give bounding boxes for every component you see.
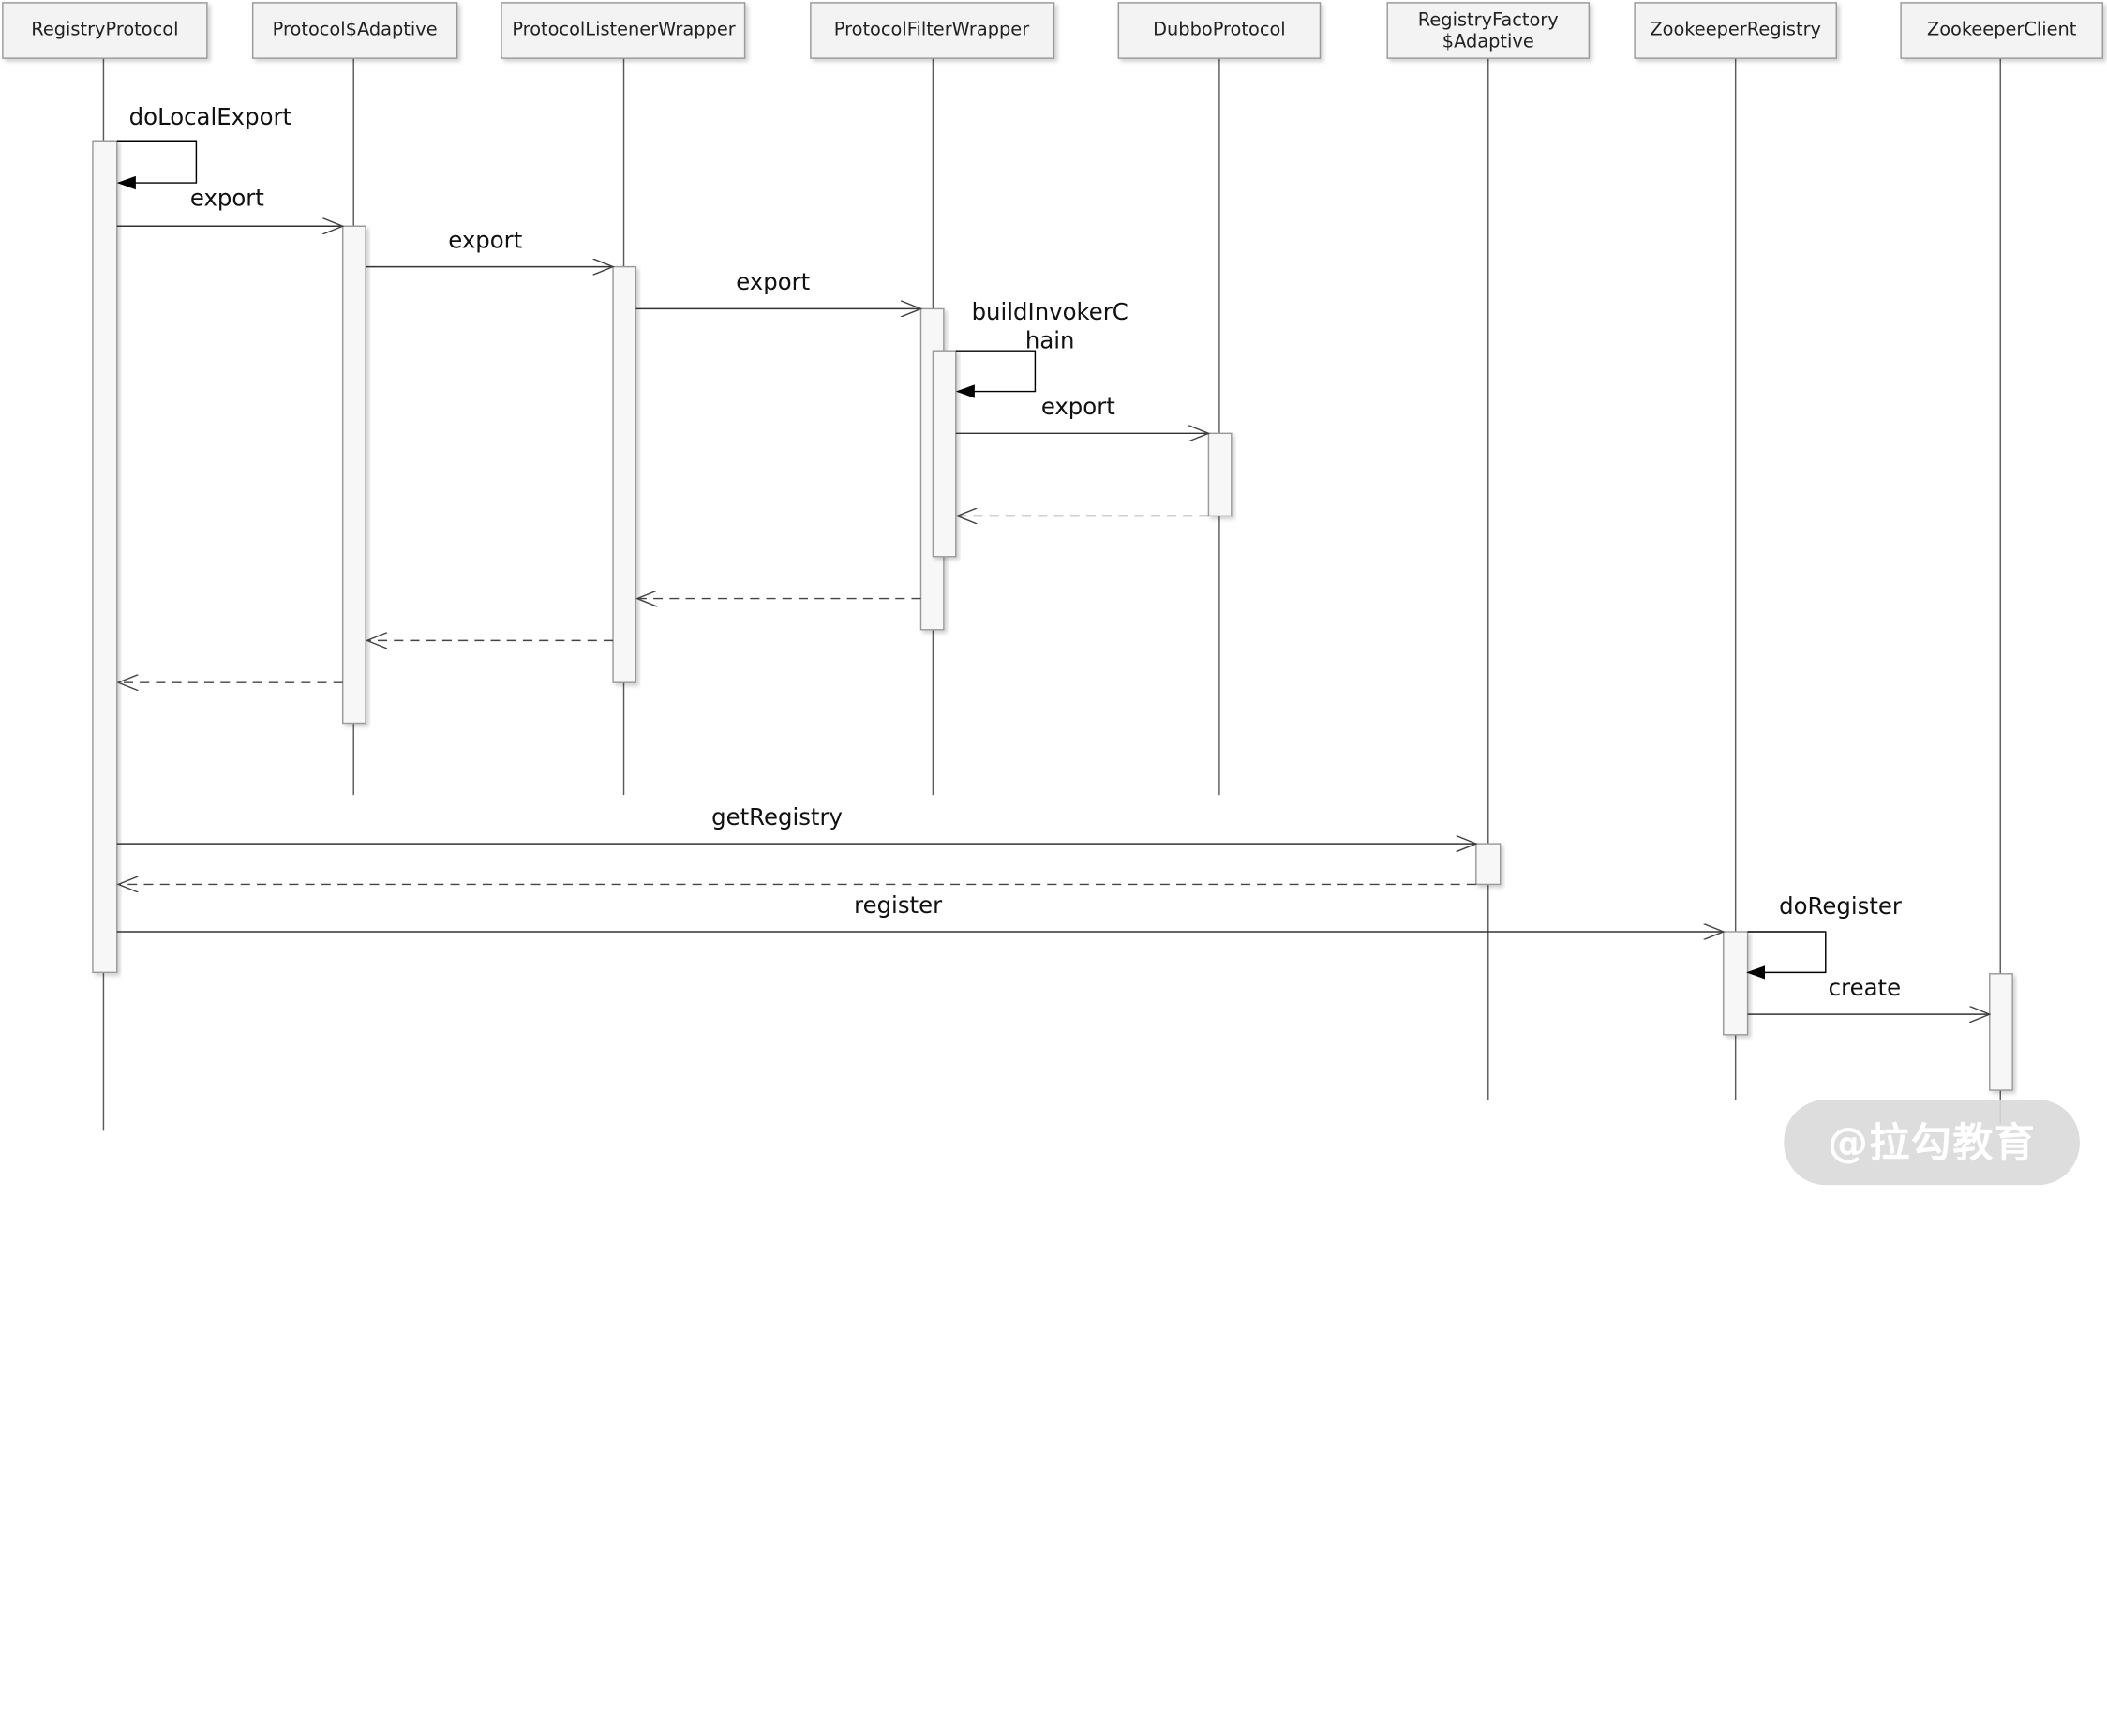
participant-registry-protocol: RegistryProtocol: [2, 2, 208, 59]
self-call-arrow: [955, 350, 1037, 398]
participant-label-line2: $Adaptive: [1442, 31, 1534, 52]
message-label: export: [190, 185, 264, 212]
participant-label: RegistryProtocol: [31, 18, 178, 39]
watermark: @拉勾教育: [1784, 1100, 2080, 1186]
message-label: create: [1829, 974, 1901, 1001]
participant-dubbo-protocol: DubboProtocol: [1117, 2, 1322, 59]
message-label: export: [448, 226, 522, 253]
self-call-arrow: [1746, 931, 1827, 980]
message-label: getRegistry: [711, 803, 843, 831]
message-label: export: [736, 268, 810, 295]
activations: [92, 140, 2013, 1091]
activation-registry-protocol: [92, 140, 118, 974]
participants: RegistryProtocol Protocol$Adaptive Proto…: [2, 2, 2103, 59]
message-export-3: export: [635, 268, 920, 308]
sequence-diagram: RegistryProtocol Protocol$Adaptive Proto…: [2, 2, 2103, 1186]
activation-protocol-filter-wrapper-nested: [932, 350, 957, 558]
participant-label: ZookeeperClient: [1927, 18, 2077, 39]
message-label: doLocalExport: [129, 103, 292, 130]
message-label: doRegister: [1779, 892, 1903, 920]
participant-label-line1: RegistryFactory: [1418, 8, 1559, 30]
activation-protocol-listener-wrapper: [612, 265, 637, 683]
message-build-invoker-chain: buildInvokerC hain: [955, 298, 1128, 398]
message-export-4: export: [955, 393, 1209, 433]
watermark-text: @拉勾教育: [1828, 1120, 2036, 1167]
participant-label: ProtocolFilterWrapper: [834, 18, 1029, 39]
participant-zookeeper-registry: ZookeeperRegistry: [1634, 2, 1837, 59]
message-get-registry: getRegistry: [116, 803, 1476, 844]
activation-registry-factory-adaptive: [1475, 843, 1502, 886]
participant-label: ProtocolListenerWrapper: [512, 18, 735, 39]
participant-protocol-filter-wrapper: ProtocolFilterWrapper: [810, 2, 1055, 59]
activation-zookeeper-client: [1989, 973, 2013, 1091]
message-create: create: [1747, 974, 1990, 1014]
participant-label: DubboProtocol: [1153, 18, 1286, 39]
message-label: export: [1041, 393, 1115, 420]
message-do-register: doRegister: [1746, 892, 1903, 980]
messages: doLocalExport export export export build…: [116, 103, 1990, 1014]
message-export-1: export: [116, 185, 343, 227]
lifelines: [102, 58, 2001, 1131]
participant-label: ZookeeperRegistry: [1650, 18, 1821, 39]
message-label: register: [854, 891, 943, 919]
message-export-2: export: [366, 226, 613, 266]
activation-protocol-adaptive: [342, 225, 366, 725]
participant-label: Protocol$Adaptive: [273, 18, 438, 39]
message-do-local-export: doLocalExport: [116, 103, 292, 190]
message-label-line1: buildInvokerC: [972, 298, 1128, 325]
participant-registry-factory-adaptive: RegistryFactory $Adaptive: [1386, 2, 1591, 59]
participant-protocol-adaptive: Protocol$Adaptive: [251, 2, 458, 59]
message-label-line2: hain: [1025, 326, 1075, 353]
activation-zookeeper-registry: [1723, 931, 1749, 1036]
participant-zookeeper-client: ZookeeperClient: [1900, 2, 2103, 59]
self-call-arrow: [116, 140, 198, 190]
activation-dubbo-protocol: [1207, 432, 1233, 517]
message-register: register: [116, 891, 1724, 932]
participant-protocol-listener-wrapper: ProtocolListenerWrapper: [501, 2, 746, 59]
